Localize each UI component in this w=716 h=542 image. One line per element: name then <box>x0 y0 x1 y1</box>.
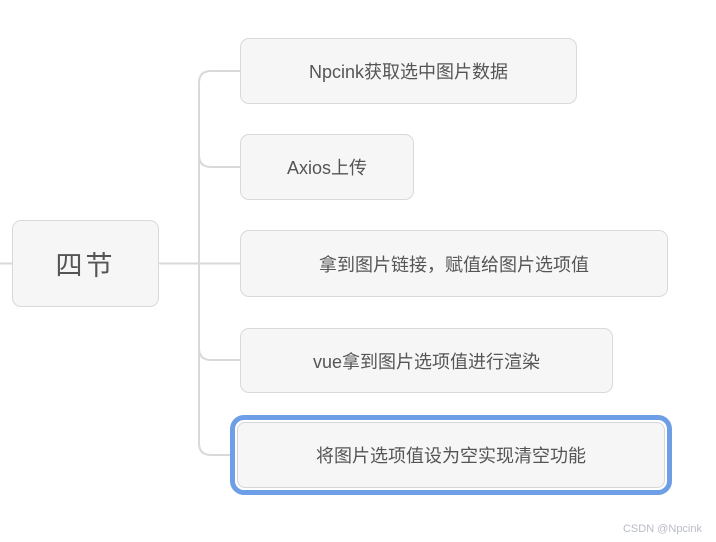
mindmap-child-node-1[interactable]: Npcink获取选中图片数据 <box>240 38 577 104</box>
selected-node-box: 将图片选项值设为空实现清空功能 <box>237 422 665 488</box>
child-node-label: 拿到图片链接，赋值给图片选项值 <box>319 254 589 275</box>
mindmap-child-node-3[interactable]: 拿到图片链接，赋值给图片选项值 <box>240 230 668 297</box>
mindmap-child-node-4[interactable]: vue拿到图片选项值进行渲染 <box>240 328 613 393</box>
connector-trunk <box>198 70 241 456</box>
root-node-label: 四节 <box>55 251 116 281</box>
child-node-label: vue拿到图片选项值进行渲染 <box>312 351 541 372</box>
connector-to-child4 <box>198 347 241 361</box>
csdn-watermark: CSDN @Npcink <box>622 523 702 535</box>
child-node-label: Npcink获取选中图片数据 <box>308 62 509 82</box>
child-node-label: 将图片选项值设为空实现清空功能 <box>316 446 586 466</box>
mindmap-child-node-5-selected[interactable]: 将图片选项值设为空实现清空功能 <box>230 415 672 495</box>
mindmap-root-node[interactable]: 四节 <box>12 220 159 307</box>
child-node-label: Axios上传 <box>286 158 367 178</box>
connector-to-child2 <box>198 154 241 168</box>
mindmap-child-node-2[interactable]: Axios上传 <box>240 134 414 200</box>
